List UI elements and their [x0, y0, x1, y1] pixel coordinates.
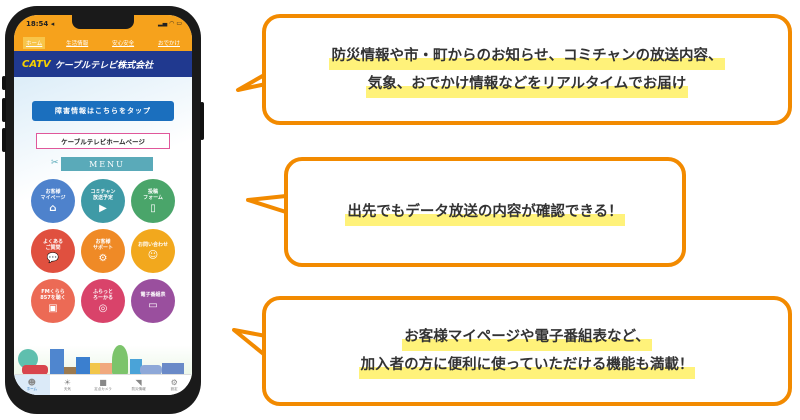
- phone-screen: 18:54 ◂ ▂▄ ◠ ▭ ホーム 生活情報 安心安全 おでかけ CATV ケ…: [14, 15, 192, 395]
- shop-illustration: [64, 367, 82, 375]
- house-illustration: [90, 363, 100, 375]
- menu-item-fm-radio[interactable]: FMくらら 857を聴く ▣: [31, 279, 75, 323]
- operator-icon: ☺: [147, 249, 159, 261]
- live-camera-icon: ■: [99, 378, 107, 387]
- tools-icon: ⚙: [98, 252, 108, 264]
- menu-item-label: FMくらら 857を聴く: [40, 288, 66, 301]
- menu-item-local[interactable]: ふらっと ろーかる ◎: [81, 279, 125, 323]
- top-nav-outing[interactable]: おでかけ: [157, 41, 180, 47]
- smartphone-icon: ▯: [150, 202, 156, 214]
- menu-item-label: お客様 サポート: [92, 238, 113, 251]
- menu-item-tv-guide[interactable]: 電子番組表 ▭: [131, 279, 175, 323]
- chat-icon: 💬: [46, 252, 60, 264]
- callout-text: お客様マイページや電子番組表など、: [402, 323, 652, 351]
- car-illustration: [140, 365, 162, 375]
- tab-label: 設定: [170, 387, 178, 391]
- mute-switch: [2, 76, 6, 90]
- volume-down-button: [2, 128, 6, 152]
- tv-guide-icon: ▭: [148, 299, 158, 311]
- fault-info-button[interactable]: 障害情報はこちらをタップ: [32, 101, 174, 121]
- volume-up-button: [2, 98, 6, 122]
- power-button: [200, 102, 204, 140]
- gear-icon: ⚙: [170, 378, 178, 387]
- house-illustration: [162, 363, 184, 375]
- top-nav-safety[interactable]: 安心安全: [112, 41, 135, 47]
- menu-item-support[interactable]: お客様 サポート ⚙: [81, 229, 125, 273]
- homepage-link-button[interactable]: ケーブルテレビホームページ: [36, 133, 170, 149]
- menu-banner: ✂ MENU: [51, 157, 153, 171]
- callout-tail: [246, 194, 287, 214]
- video-camera-icon: ▶: [99, 202, 107, 214]
- menu-item-mypage[interactable]: お客様 マイページ ⌂: [31, 179, 75, 223]
- company-name: ケーブルテレビ株式会社: [54, 60, 154, 71]
- menu-item-label: 投稿 フォーム: [143, 188, 163, 201]
- building-illustration: [130, 359, 142, 375]
- building-illustration: [76, 357, 90, 375]
- phone-mockup: 18:54 ◂ ▂▄ ◠ ▭ ホーム 生活情報 安心安全 おでかけ CATV ケ…: [2, 6, 204, 414]
- rss-icon: ◥: [135, 378, 142, 387]
- callout-text: 出先でもデータ放送の内容が確認できる！: [345, 198, 625, 226]
- top-nav: ホーム 生活情報 安心安全 おでかけ: [14, 35, 192, 51]
- status-time: 18:54 ◂: [26, 20, 55, 28]
- scissors-icon: ✂: [51, 158, 61, 168]
- home-icon: ⌂: [49, 202, 57, 214]
- top-nav-life-info[interactable]: 生活情報: [66, 41, 89, 47]
- menu-item-faq[interactable]: よくある ご質問 💬: [31, 229, 75, 273]
- top-nav-home[interactable]: ホーム: [22, 37, 46, 49]
- callout-realtime-info: 防災情報や市・町からのお知らせ、コミチャンの放送内容、 気象、おでかけ情報などを…: [262, 14, 792, 125]
- callout-data-broadcast: 出先でもデータ放送の内容が確認できる！: [284, 157, 686, 267]
- tab-settings[interactable]: ⚙ 設定: [156, 375, 192, 395]
- menu-item-label: お問い合わせ: [137, 241, 168, 248]
- tab-weather[interactable]: ☀ 天気: [50, 375, 86, 395]
- tab-label: ホーム: [26, 387, 37, 391]
- tab-label: 天気: [63, 387, 71, 391]
- tab-home[interactable]: ☻ ホーム: [14, 375, 50, 395]
- callout-tail: [236, 72, 267, 92]
- menu-item-label: よくある ご質問: [42, 238, 63, 251]
- app-content: 障害情報はこちらをタップ ケーブルテレビホームページ ✂ MENU お客様 マイ…: [14, 77, 192, 379]
- menu-item-label: お客様 マイページ: [40, 188, 66, 201]
- tab-label: 防災情報: [131, 387, 146, 391]
- menu-grid: お客様 マイページ ⌂ コミチャン 放送予定 ▶ 投稿 フォーム ▯ よくある …: [28, 179, 178, 323]
- menu-item-post-form[interactable]: 投稿 フォーム ▯: [131, 179, 175, 223]
- location-icon: ◎: [98, 302, 108, 314]
- mascot-icon: ☻: [27, 378, 36, 387]
- menu-item-community-channel[interactable]: コミチャン 放送予定 ▶: [81, 179, 125, 223]
- tree-illustration: [112, 345, 128, 375]
- menu-item-label: ふらっと ろーかる: [92, 288, 113, 301]
- menu-item-contact[interactable]: お問い合わせ ☺: [131, 229, 175, 273]
- car-illustration: [22, 365, 48, 375]
- tree-illustration: [18, 349, 38, 369]
- house-illustration: [100, 363, 112, 375]
- callout-text: 加入者の方に便利に使っていただける機能も満載！: [358, 351, 696, 379]
- building-illustration: [50, 349, 64, 375]
- status-icons: ▂▄ ◠ ▭: [158, 20, 182, 27]
- tab-label: 定点カメラ: [94, 387, 112, 391]
- menu-item-label: 電子番組表: [140, 291, 166, 298]
- menu-item-label: コミチャン 放送予定: [90, 188, 116, 201]
- town-illustration: [14, 331, 192, 379]
- tab-live-camera[interactable]: ■ 定点カメラ: [85, 375, 121, 395]
- callout-subscriber-features: お客様マイページや電子番組表など、 加入者の方に便利に使っていただける機能も満載…: [262, 296, 792, 406]
- catv-logo: CATV: [22, 58, 51, 70]
- callout-text: 気象、おでかけ情報などをリアルタイムでお届け: [365, 69, 689, 98]
- menu-banner-label: MENU: [89, 159, 125, 169]
- notch: [72, 15, 134, 29]
- callout-text: 防災情報や市・町からのお知らせ、コミチャンの放送内容、: [329, 41, 725, 70]
- tab-bar: ☻ ホーム ☀ 天気 ■ 定点カメラ ◥ 防災情報 ⚙ 設定: [14, 374, 192, 395]
- radio-icon: ▣: [48, 302, 58, 314]
- tab-disaster-info[interactable]: ◥ 防災情報: [121, 375, 157, 395]
- callout-tail: [232, 328, 268, 358]
- weather-icon: ☀: [63, 378, 71, 387]
- brand-header: CATV ケーブルテレビ株式会社: [14, 51, 192, 77]
